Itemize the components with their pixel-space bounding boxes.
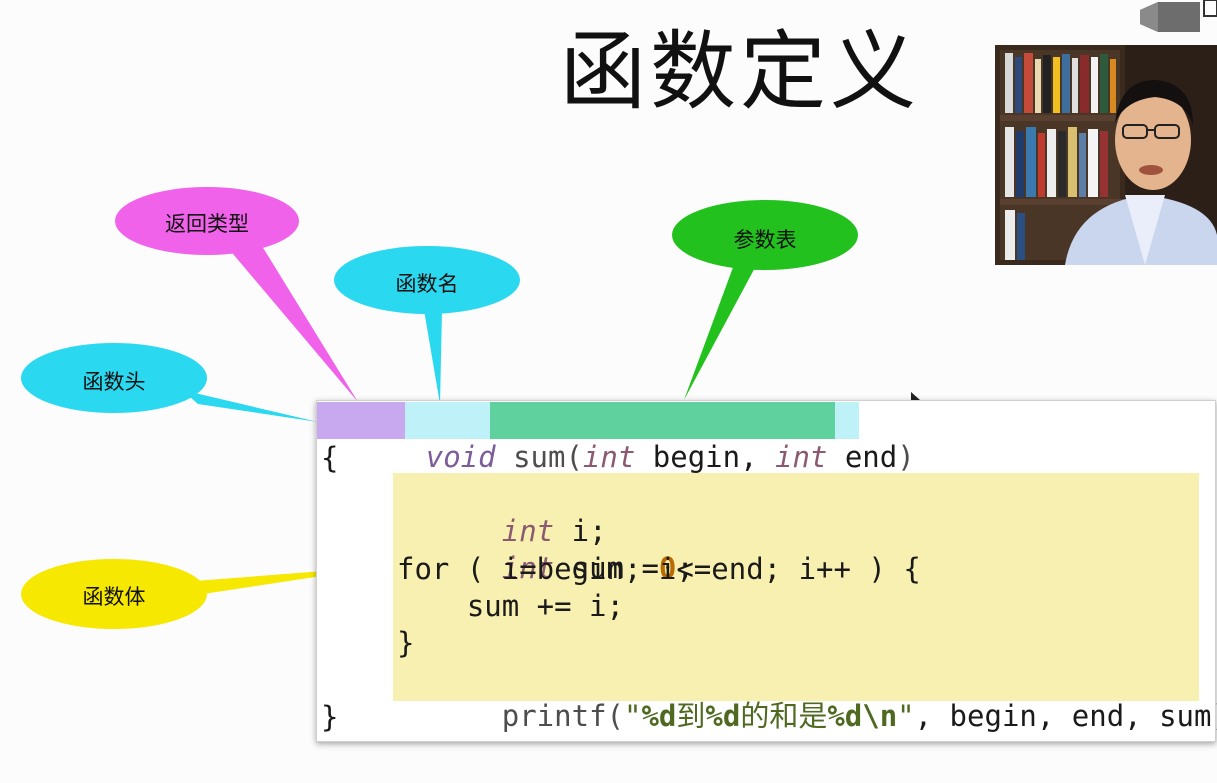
code-line-9: }: [321, 699, 338, 735]
function-name-token: sum(: [513, 440, 583, 474]
return-type-pointer: [228, 246, 358, 402]
parameter-list-label: 参数表: [688, 224, 842, 254]
code-block: void sum(int begin, int end) { int i; in…: [316, 400, 1216, 742]
function-header-pointer: [182, 390, 318, 422]
return-type-label: 返回类型: [130, 208, 284, 238]
parameter-list-pointer: [684, 262, 758, 400]
printf-token: printf(: [502, 699, 624, 733]
format-spec-3: %d: [827, 699, 862, 733]
code-line-5: for ( i=begin; i<=end; i++ ) {: [397, 551, 921, 587]
code-line-8: printf("%d到%d的和是%d\n", begin, end, sum);: [397, 662, 1217, 770]
string-text-2: 的和是: [740, 699, 827, 733]
function-name-label: 函数名: [350, 268, 504, 298]
escape-newline: \n: [862, 699, 897, 733]
param-a-type: int: [583, 440, 635, 474]
function-body-label: 函数体: [37, 581, 191, 611]
function-name-pointer: [424, 310, 442, 404]
string-text-1: 到: [676, 699, 705, 733]
param-a-name: begin,: [635, 440, 775, 474]
function-header-label: 函数头: [37, 366, 191, 396]
close-paren: ): [897, 440, 914, 474]
code-line-7: }: [397, 625, 414, 661]
code-line-6: sum += i;: [397, 588, 624, 624]
param-b-name: end: [827, 440, 897, 474]
param-b-type: int: [775, 440, 827, 474]
printf-args: , begin, end, sum);: [915, 699, 1217, 733]
string-quote-close: ": [897, 699, 914, 733]
format-spec-2: %d: [705, 699, 740, 733]
return-type-keyword: void: [426, 440, 496, 474]
string-quote-open: ": [624, 699, 641, 733]
code-line-2: {: [321, 440, 338, 476]
format-spec-1: %d: [641, 699, 676, 733]
